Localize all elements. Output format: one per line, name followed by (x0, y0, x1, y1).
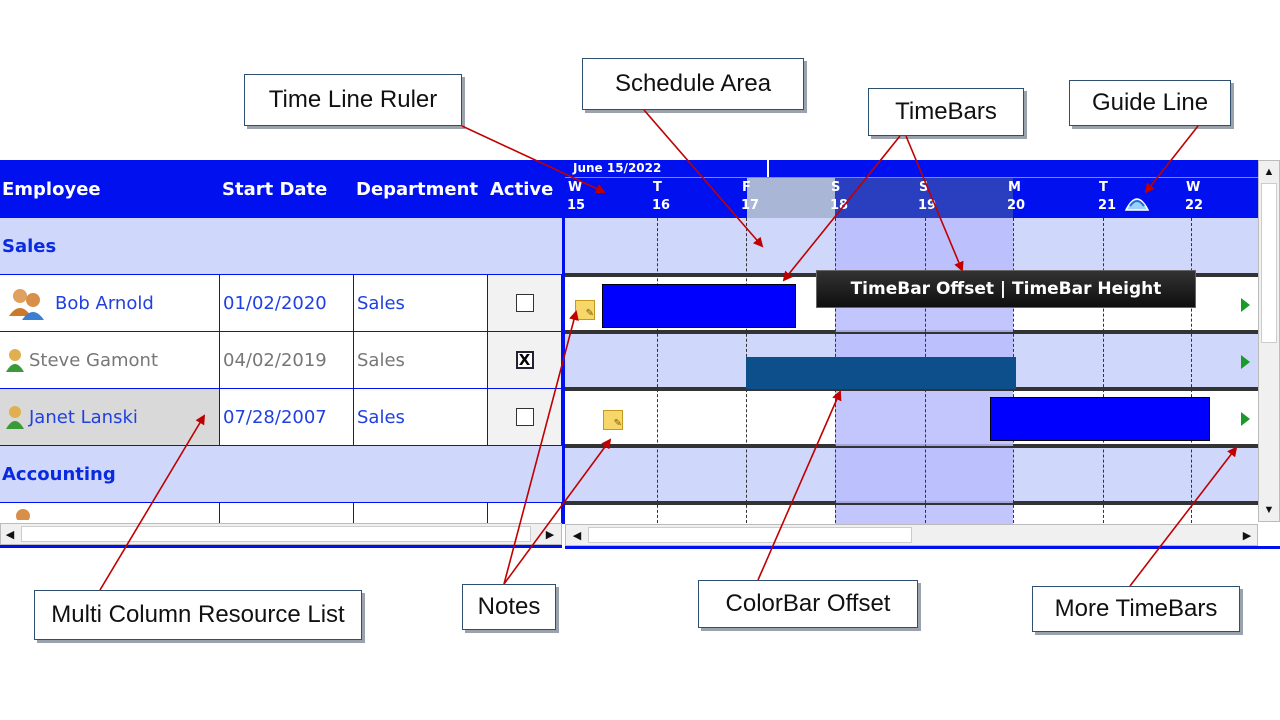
ruler-day-number: 18 (830, 198, 849, 213)
ruler-day-of-week: W (1186, 180, 1201, 195)
guide-line-icon[interactable] (1124, 190, 1150, 212)
vertical-scrollbar[interactable]: ▲ ▼ (1258, 160, 1280, 522)
ruler-day-number: 16 (652, 198, 671, 213)
ruler-day-number: 21 (1098, 198, 1117, 213)
ruler-day-number: 22 (1185, 198, 1204, 213)
ruler-day-of-week: S (919, 180, 929, 195)
group-row-accounting[interactable]: Accounting (0, 446, 562, 503)
callout-timebars: TimeBars (868, 88, 1024, 136)
employee-name: Janet Lanski (29, 406, 138, 428)
user-icon (6, 349, 24, 372)
scroll-thumb[interactable] (21, 526, 531, 542)
start-date-cell: 04/02/2019 (220, 332, 354, 388)
grid-horizontal-scrollbar[interactable]: ◀ ▶ (0, 523, 562, 545)
note-icon[interactable]: ✎ (575, 300, 595, 320)
more-timebars-icon[interactable] (1241, 355, 1250, 369)
group-label: Sales (2, 235, 57, 257)
callout-more-timebars: More TimeBars (1032, 586, 1240, 632)
active-cell (488, 275, 562, 331)
schedule-area[interactable]: June 15/2022 W 15 T 16 F 17 S 18 S 19 M 20 T 21 W 22 Ti… (562, 160, 1258, 524)
callout-notes: Notes (462, 584, 556, 630)
callout-schedule-area: Schedule Area (582, 58, 804, 110)
scroll-right-icon[interactable]: ▶ (1242, 529, 1252, 542)
group-label: Accounting (2, 463, 116, 485)
callout-multi-column: Multi Column Resource List (34, 590, 362, 640)
ruler-day-number: 15 (567, 198, 586, 213)
department-cell (354, 503, 488, 523)
ruler-day-of-week: T (653, 180, 662, 195)
scroll-down-icon[interactable]: ▼ (1263, 504, 1275, 516)
ruler-day-number: 17 (741, 198, 760, 213)
ruler-day-of-week: W (568, 180, 583, 195)
header-active[interactable]: Active (490, 178, 554, 200)
active-cell: X (488, 332, 562, 388)
ruler-weekend-highlight (747, 178, 835, 218)
callout-colorbar-offset: ColorBar Offset (698, 580, 918, 628)
department-cell: Sales (354, 389, 488, 445)
ruler-day-number: 19 (918, 198, 937, 213)
timebar[interactable] (602, 284, 796, 328)
ruler-day-of-week: T (1099, 180, 1108, 195)
table-row[interactable]: Janet Lanski 07/28/2007 Sales (0, 389, 562, 446)
timebar[interactable] (990, 397, 1210, 441)
active-checkbox[interactable] (515, 294, 534, 312)
schedule-horizontal-scrollbar[interactable]: ◀ ▶ (565, 524, 1258, 546)
department-cell: Sales (354, 332, 488, 388)
employee-cell: Bob Arnold (0, 275, 220, 331)
ruler-day-of-week: S (831, 180, 841, 195)
ruler-day-of-week: F (742, 180, 751, 195)
table-row[interactable] (0, 503, 562, 523)
active-checkbox[interactable] (515, 408, 534, 426)
callout-timeline-ruler: Time Line Ruler (244, 74, 462, 126)
scroll-left-icon[interactable]: ◀ (572, 529, 582, 542)
header-department[interactable]: Department (356, 178, 479, 200)
timebar-tooltip: TimeBar Offset | TimeBar Height (817, 271, 1195, 307)
timeline-ruler[interactable]: June 15/2022 W 15 T 16 F 17 S 18 S 19 M 20 T 21 W 22 (565, 160, 1258, 218)
group-avatar-icon (9, 289, 44, 320)
ruler-day-of-week: M (1008, 180, 1021, 195)
employee-cell: Janet Lanski (0, 389, 220, 445)
department-cell: Sales (354, 275, 488, 331)
resource-grid: Employee Start Date Department Active Sa… (0, 160, 562, 548)
scroll-thumb[interactable] (588, 527, 912, 543)
ruler-date: June 15/2022 (573, 161, 662, 175)
employee-cell: Steve Gamont (0, 332, 220, 388)
table-row[interactable]: Bob Arnold 01/02/2020 Sales (0, 275, 562, 332)
scroll-left-icon[interactable]: ◀ (5, 528, 15, 541)
timebar[interactable] (746, 357, 1016, 389)
header-start-date[interactable]: Start Date (222, 178, 328, 200)
active-cell (488, 389, 562, 445)
callout-guide-line: Guide Line (1069, 80, 1231, 126)
more-timebars-icon[interactable] (1241, 298, 1250, 312)
note-icon[interactable]: ✎ (603, 410, 623, 430)
scroll-right-icon[interactable]: ▶ (545, 528, 555, 541)
start-date-cell (220, 503, 354, 523)
grid-bottom-border (0, 545, 562, 548)
group-avatar-icon (16, 509, 30, 520)
scroll-up-icon[interactable]: ▲ (1263, 166, 1275, 178)
scroll-thumb[interactable] (1261, 183, 1277, 343)
grid-header: Employee Start Date Department Active (0, 160, 562, 218)
employee-name: Steve Gamont (29, 349, 158, 371)
start-date-cell: 07/28/2007 (220, 389, 354, 445)
employee-cell (0, 503, 220, 523)
more-timebars-icon[interactable] (1241, 412, 1250, 426)
start-date-cell: 01/02/2020 (220, 275, 354, 331)
employee-name: Bob Arnold (55, 292, 154, 314)
user-icon (6, 406, 24, 429)
active-cell (488, 503, 562, 523)
group-row-sales[interactable]: Sales (0, 218, 562, 275)
table-row[interactable]: Steve Gamont 04/02/2019 Sales X (0, 332, 562, 389)
active-checkbox[interactable]: X (515, 351, 534, 369)
ruler-day-number: 20 (1007, 198, 1026, 213)
header-employee[interactable]: Employee (2, 178, 101, 200)
